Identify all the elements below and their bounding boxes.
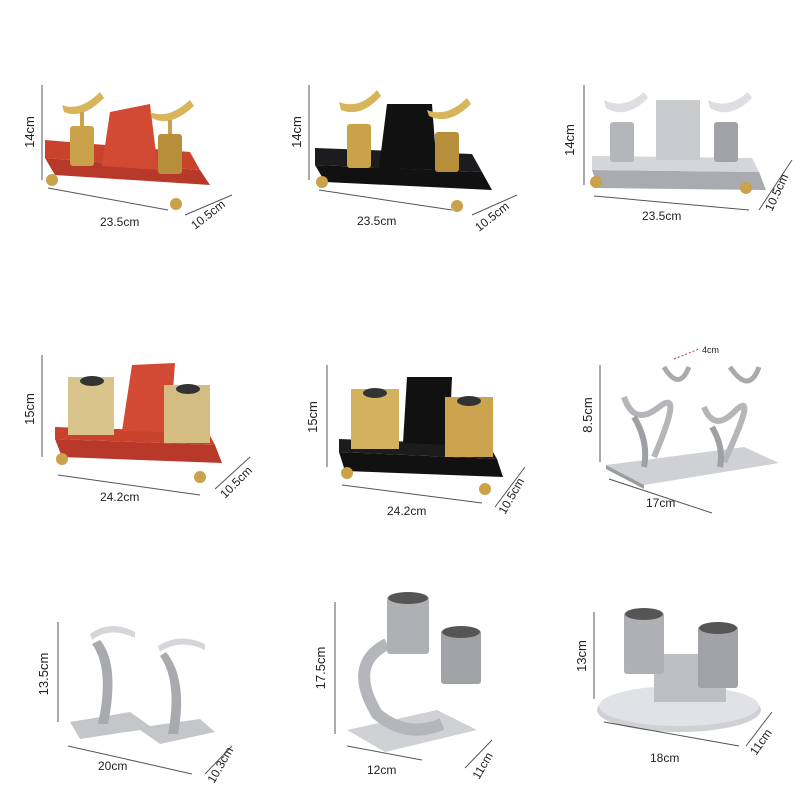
height-label: 15cm bbox=[22, 393, 37, 425]
product-cell-silver-cup: 14cm 23.5cm 10.5cm bbox=[534, 0, 800, 266]
height-label: 17.5cm bbox=[313, 647, 328, 690]
depth-label: 11cm bbox=[747, 726, 775, 757]
product-image-curved-arm: 13.5cm 20cm 10.3cm bbox=[36, 622, 236, 786]
width-label: 18cm bbox=[650, 751, 679, 765]
height-label: 14cm bbox=[562, 124, 577, 156]
depth-label: 11cm bbox=[469, 750, 495, 782]
product-cell-black-square: 15cm 24.2cm 10.5cm bbox=[267, 267, 533, 533]
product-image-wire-ring: 8.5cm 4cm 17cm bbox=[580, 345, 779, 514]
depth-label: 10.5cm bbox=[472, 199, 512, 234]
height-label: 14cm bbox=[22, 116, 37, 148]
depth-label: 10.5cm bbox=[762, 172, 791, 214]
height-label: 14cm bbox=[289, 116, 304, 148]
product-image-red-cup: 14cm 23.5cm 10.5cm bbox=[22, 85, 233, 232]
product-cell-arc-tube: 17.5cm 12cm 11cm bbox=[267, 534, 533, 800]
width-label: 24.2cm bbox=[387, 504, 426, 518]
product-image-oval-base: 13cm 18cm 11cm bbox=[574, 608, 775, 765]
product-cell-oval-base: 13cm 18cm 11cm bbox=[534, 534, 800, 800]
depth-label: 10.5cm bbox=[188, 197, 228, 232]
height-label: 13cm bbox=[574, 640, 589, 672]
width-label: 20cm bbox=[98, 759, 127, 773]
product-cell-black-cup: 14cm 23.5cm 10.5cm bbox=[267, 0, 533, 266]
width-label: 17cm bbox=[646, 496, 675, 510]
product-cell-red-cup: 14cm 23.5cm 10.5cm bbox=[0, 0, 266, 266]
width-label: 23.5cm bbox=[357, 214, 396, 228]
height-label: 13.5cm bbox=[36, 653, 51, 696]
product-image-black-square: 15cm 24.2cm 10.5cm bbox=[305, 365, 527, 518]
product-image-black-cup: 14cm 23.5cm 10.5cm bbox=[289, 85, 518, 234]
width-label: 24.2cm bbox=[100, 490, 139, 504]
height-label: 15cm bbox=[305, 401, 320, 433]
product-image-red-square: 15cm 24.2cm 10.5cm bbox=[22, 355, 255, 504]
width-label: 12cm bbox=[367, 763, 396, 777]
product-cell-wire-ring: 8.5cm 4cm 17cm bbox=[534, 267, 800, 533]
ring-width-label: 4cm bbox=[702, 345, 719, 355]
width-label: 23.5cm bbox=[100, 215, 139, 229]
width-label: 23.5cm bbox=[642, 209, 681, 223]
product-image-silver-cup: 14cm 23.5cm 10.5cm bbox=[562, 85, 793, 223]
depth-label: 10.5cm bbox=[495, 475, 527, 516]
height-label: 8.5cm bbox=[580, 397, 595, 432]
product-image-arc-tube: 17.5cm 12cm 11cm bbox=[313, 592, 496, 782]
product-cell-red-square: 15cm 24.2cm 10.5cm bbox=[0, 267, 266, 533]
depth-label: 10.3cm bbox=[204, 744, 236, 785]
product-cell-curved-arm: 13.5cm 20cm 10.3cm bbox=[0, 534, 266, 800]
